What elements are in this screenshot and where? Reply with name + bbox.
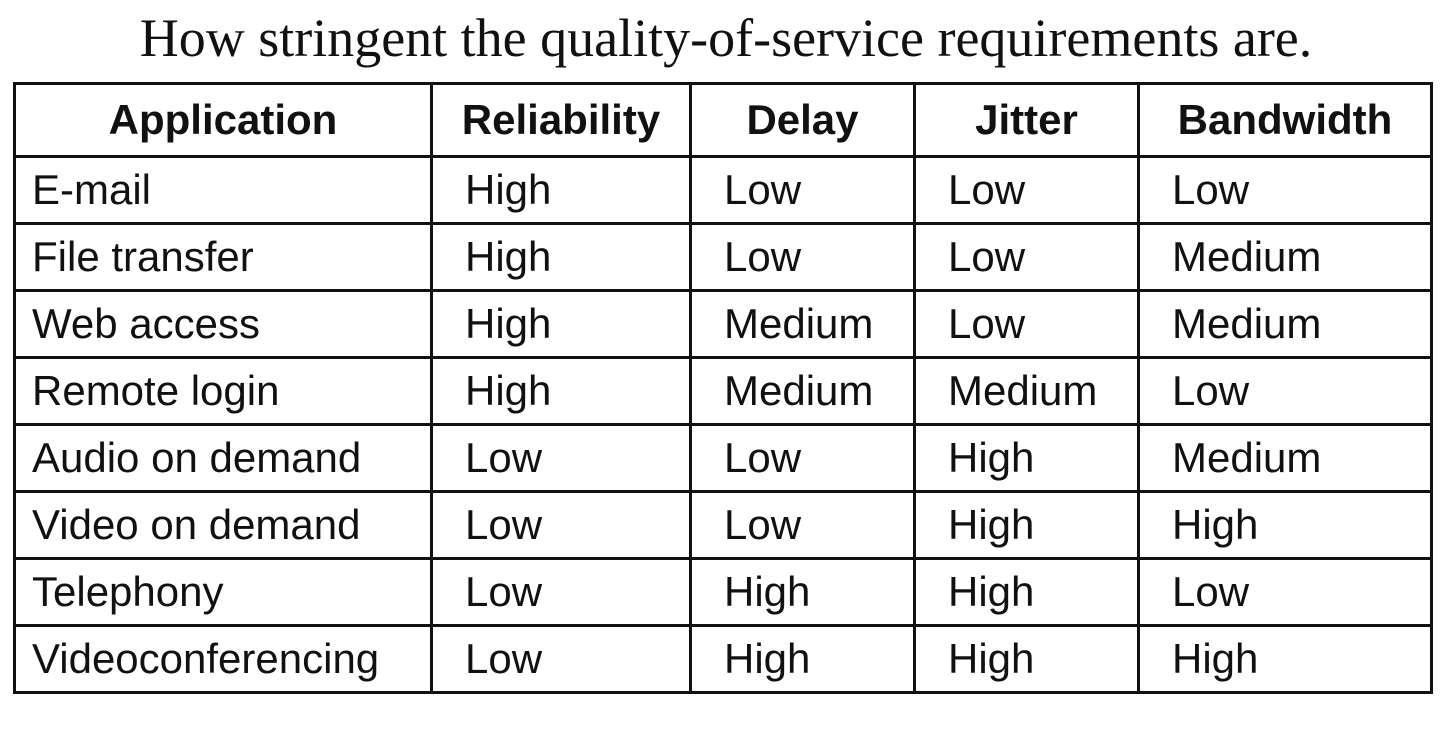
delay-cell: Low [689, 222, 916, 292]
reliability-cell: Low [430, 624, 692, 694]
column-header-bandwidth: Bandwidth [1137, 82, 1433, 158]
reliability-cell: High [430, 155, 692, 225]
table-row: Videoconferencing Low High High High [13, 624, 1433, 694]
reliability-cell: Low [430, 423, 692, 493]
application-cell: Audio on demand [13, 423, 433, 493]
application-cell: Telephony [13, 557, 433, 627]
column-header-jitter: Jitter [913, 82, 1140, 158]
reliability-cell: Low [430, 557, 692, 627]
delay-cell: Low [689, 490, 916, 560]
column-header-delay: Delay [689, 82, 916, 158]
application-cell: File transfer [13, 222, 433, 292]
application-cell: Videoconferencing [13, 624, 433, 694]
bandwidth-cell: Medium [1137, 423, 1433, 493]
bandwidth-cell: Low [1137, 557, 1433, 627]
bandwidth-cell: High [1137, 490, 1433, 560]
page-title: How stringent the quality-of-service req… [139, 8, 1313, 68]
jitter-cell: Low [913, 222, 1140, 292]
delay-cell: Medium [689, 356, 916, 426]
delay-cell: Low [689, 155, 916, 225]
table-row: Video on demand Low Low High High [13, 490, 1433, 560]
table-row: Audio on demand Low Low High Medium [13, 423, 1433, 493]
qos-requirements-table: Application Reliability Delay Jitter Ban… [13, 82, 1433, 694]
delay-cell: High [689, 557, 916, 627]
jitter-cell: High [913, 423, 1140, 493]
table-header-row: Application Reliability Delay Jitter Ban… [13, 82, 1433, 158]
bandwidth-cell: Low [1137, 155, 1433, 225]
column-header-reliability: Reliability [430, 82, 692, 158]
reliability-cell: High [430, 356, 692, 426]
reliability-cell: Low [430, 490, 692, 560]
delay-cell: Medium [689, 289, 916, 359]
column-header-application: Application [13, 82, 433, 158]
jitter-cell: Low [913, 155, 1140, 225]
table-row: Web access High Medium Low Medium [13, 289, 1433, 359]
application-cell: E-mail [13, 155, 433, 225]
reliability-cell: High [430, 289, 692, 359]
bandwidth-cell: High [1137, 624, 1433, 694]
jitter-cell: Low [913, 289, 1140, 359]
table-row: Remote login High Medium Medium Low [13, 356, 1433, 426]
reliability-cell: High [430, 222, 692, 292]
delay-cell: High [689, 624, 916, 694]
jitter-cell: High [913, 624, 1140, 694]
application-cell: Web access [13, 289, 433, 359]
bandwidth-cell: Medium [1137, 222, 1433, 292]
application-cell: Video on demand [13, 490, 433, 560]
delay-cell: Low [689, 423, 916, 493]
bandwidth-cell: Low [1137, 356, 1433, 426]
jitter-cell: High [913, 557, 1140, 627]
bandwidth-cell: Medium [1137, 289, 1433, 359]
application-cell: Remote login [13, 356, 433, 426]
jitter-cell: Medium [913, 356, 1140, 426]
table-row: File transfer High Low Low Medium [13, 222, 1433, 292]
jitter-cell: High [913, 490, 1140, 560]
table-row: E-mail High Low Low Low [13, 155, 1433, 225]
table-row: Telephony Low High High Low [13, 557, 1433, 627]
